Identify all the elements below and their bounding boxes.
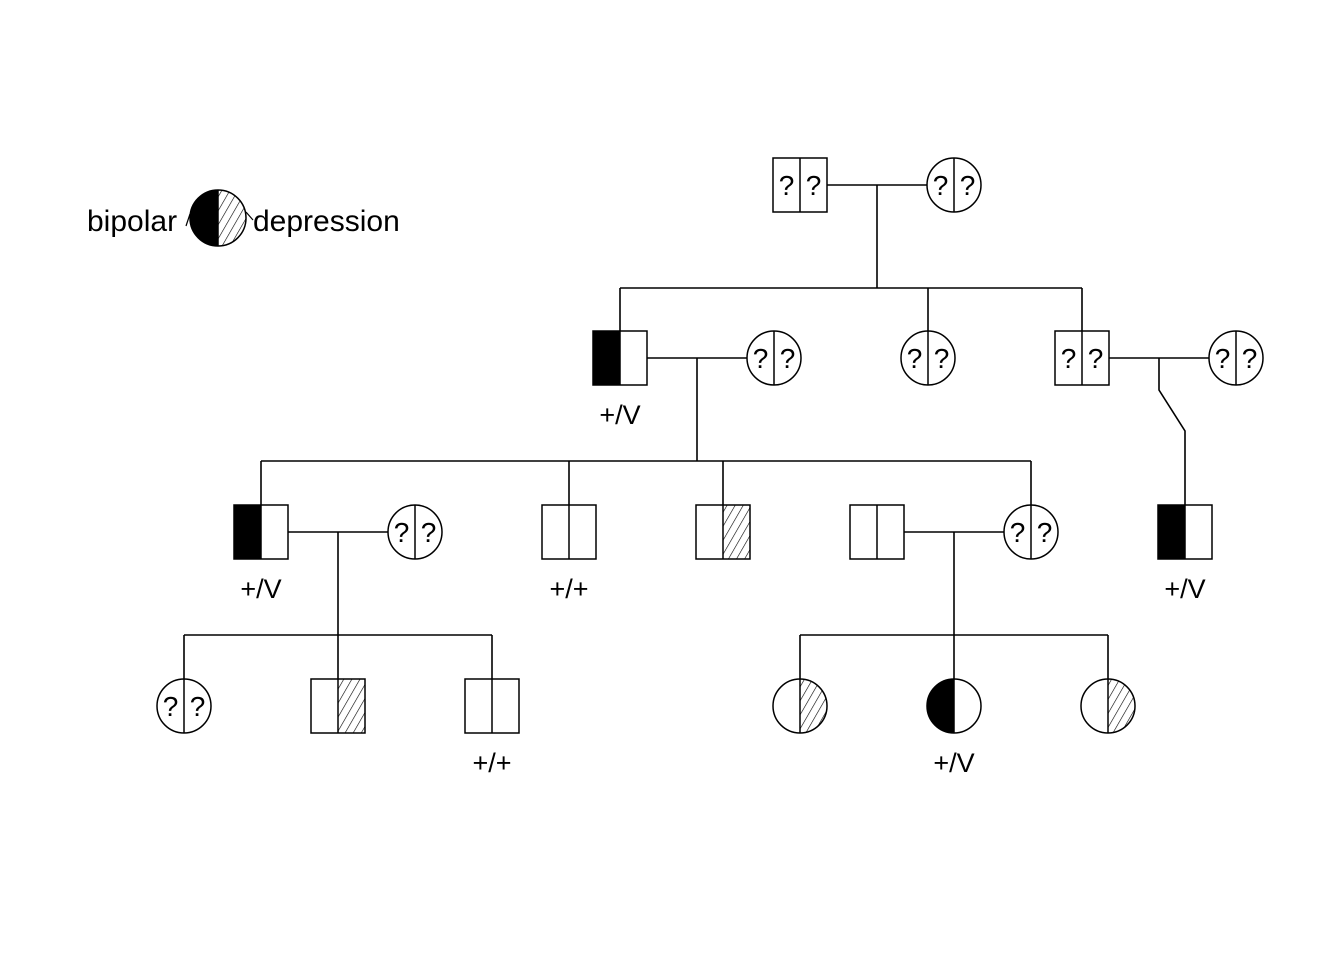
left-half-none [465,679,492,733]
individual-g3-son-1-wife: ?? [387,504,443,560]
genotype-label: +/V [933,748,974,778]
right-half-none [1185,505,1212,559]
right-half-none [877,505,904,559]
left-half-bipolar [593,331,620,385]
individual-g2-son-b-wife: ?? [1208,330,1264,386]
left-half-unknown [773,158,800,212]
left-unknown-mark: ? [1061,343,1077,374]
individual-g4-daughter-2 [772,678,828,734]
individual-g2-daughter: ?? [900,330,956,386]
right-half-depression [723,505,750,559]
right-half-unknown [184,679,211,733]
individual-g3-cousin: +/V [1157,504,1213,604]
right-half-unknown [800,158,827,212]
right-half-none [954,679,981,733]
individual-g3-son-1: +/V [233,504,289,604]
left-unknown-mark: ? [394,517,410,548]
right-unknown-mark: ? [934,343,950,374]
individual-g3-son-2: +/+ [541,504,597,604]
left-half-bipolar [234,505,261,559]
right-half-none [261,505,288,559]
right-half-depression [800,679,827,733]
left-unknown-mark: ? [1215,343,1231,374]
individual-g3-son-3 [695,504,751,560]
right-unknown-mark: ? [960,170,976,201]
legend-left-label: bipolar [87,205,177,238]
right-half-depression [338,679,365,733]
right-half-none [492,679,519,733]
legend-right-label: depression [253,205,400,238]
genotype-label: +/V [240,574,281,604]
individuals: ????+/V????????+/V??+/+??+/V??+/++/V [156,157,1264,778]
individual-g3-son-4-wife: ?? [1003,504,1059,560]
left-unknown-mark: ? [779,170,795,201]
left-unknown-mark: ? [163,691,179,722]
right-half-unknown [1236,331,1263,385]
left-half-none [773,679,800,733]
legend-solid-half [190,190,218,246]
left-half-bipolar [927,679,954,733]
left-half-unknown [901,331,928,385]
individual-g4-daughter-3: +/V [926,678,982,778]
right-half-depression [1108,679,1135,733]
left-unknown-mark: ? [1010,517,1026,548]
legend: bipolar depression [87,189,400,247]
right-half-unknown [1031,505,1058,559]
left-half-none [542,505,569,559]
right-unknown-mark: ? [806,170,822,201]
left-half-unknown [747,331,774,385]
left-half-unknown [1004,505,1031,559]
right-unknown-mark: ? [1037,517,1053,548]
left-half-bipolar [1158,505,1185,559]
genotype-label: +/V [599,400,640,430]
left-half-none [696,505,723,559]
legend-symbol [189,189,247,247]
right-half-none [569,505,596,559]
connecting-lines [183,184,1209,679]
right-half-unknown [1082,331,1109,385]
right-half-unknown [928,331,955,385]
legend-right-pointer [245,211,254,221]
left-unknown-mark: ? [933,170,949,201]
left-half-unknown [157,679,184,733]
right-unknown-mark: ? [1088,343,1104,374]
left-half-unknown [1055,331,1082,385]
left-unknown-mark: ? [907,343,923,374]
right-half-unknown [415,505,442,559]
left-half-none [1081,679,1108,733]
right-half-unknown [954,158,981,212]
left-half-none [850,505,877,559]
individual-g1-father: ?? [772,157,828,213]
right-unknown-mark: ? [1242,343,1258,374]
right-unknown-mark: ? [421,517,437,548]
individual-g1-mother: ?? [926,157,982,213]
individual-g3-son-4 [849,504,905,560]
left-half-unknown [388,505,415,559]
descent-line-g2b [1158,358,1186,505]
individual-g4-son-1 [310,678,366,734]
individual-g2-son-b: ?? [1054,330,1110,386]
left-half-unknown [1209,331,1236,385]
left-half-none [311,679,338,733]
genotype-label: +/V [1164,574,1205,604]
right-half-none [620,331,647,385]
left-half-unknown [927,158,954,212]
right-unknown-mark: ? [780,343,796,374]
individual-g2-son-a: +/V [592,330,648,430]
right-unknown-mark: ? [190,691,206,722]
right-half-unknown [774,331,801,385]
genotype-label: +/+ [472,748,511,778]
individual-g4-daughter-1: ?? [156,678,212,734]
individual-g2-son-a-wife: ?? [746,330,802,386]
individual-g4-son-2: +/+ [464,678,520,778]
left-unknown-mark: ? [753,343,769,374]
genotype-label: +/+ [549,574,588,604]
legend-hatched-half [218,190,246,246]
individual-g4-daughter-4 [1080,678,1136,734]
